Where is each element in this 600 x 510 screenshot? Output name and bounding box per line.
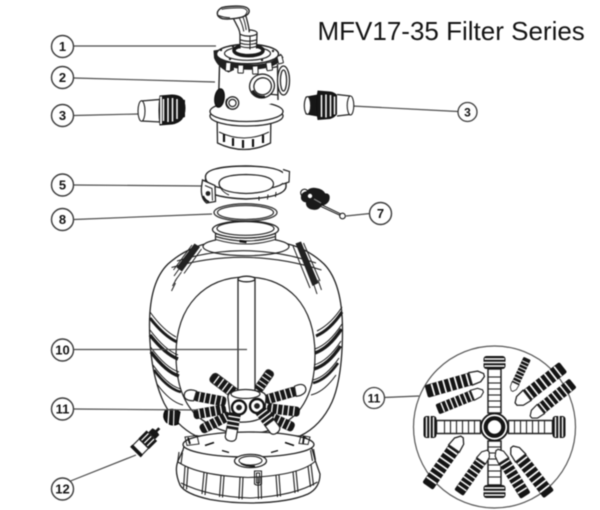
svg-text:11: 11 (56, 402, 70, 417)
svg-text:12: 12 (55, 482, 69, 497)
svg-text:11: 11 (368, 392, 381, 406)
svg-text:8: 8 (59, 212, 66, 227)
svg-text:5: 5 (59, 178, 66, 193)
svg-text:3: 3 (59, 108, 66, 123)
svg-text:2: 2 (59, 70, 66, 85)
svg-text:7: 7 (377, 206, 384, 221)
svg-text:10: 10 (55, 343, 69, 358)
svg-text:MFV17-35 Filter Series: MFV17-35 Filter Series (318, 16, 585, 46)
svg-text:1: 1 (59, 39, 66, 54)
svg-text:3: 3 (464, 106, 471, 120)
